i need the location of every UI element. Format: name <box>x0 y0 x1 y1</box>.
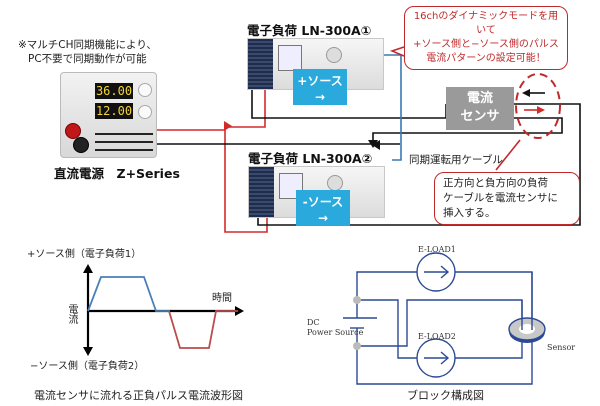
callout-line3: 電流パターンの設定可能！ <box>426 53 546 64</box>
y-axis-arrow-down-icon <box>83 347 93 356</box>
positive-pulse <box>87 276 170 312</box>
voltage-display: 36.00 <box>95 83 133 99</box>
negative-pulse <box>168 310 238 349</box>
waveform-label-minus: −ソース側（電子負荷2） <box>30 361 145 372</box>
psu-label: 直流電源 Z+Series <box>54 166 180 181</box>
negative-terminal <box>73 137 89 153</box>
load1-screen <box>278 45 302 71</box>
callout2-line2: ケーブルを電流センサに <box>443 192 558 204</box>
sensor-label-line2: センサ <box>460 109 500 124</box>
highlight-ellipse <box>515 73 561 139</box>
sync-note-line1: ※マルチCH同期機能により、 <box>18 39 157 51</box>
load1-knob[interactable] <box>326 47 342 63</box>
callout-line2: +ソース側と−ソース側のパルス <box>413 39 559 50</box>
load2-source-badge: -ソース → <box>296 190 350 226</box>
dc-power-supply: 36.00 12.00 <box>60 72 157 158</box>
wire-bottom <box>356 338 533 385</box>
dc-source-label-2: Power Source <box>307 328 364 337</box>
terminal-minus <box>353 342 361 350</box>
load2-title: 電子負荷 LN-300A② <box>248 151 373 166</box>
sensor-insert-callout: 正方向と負方向の負荷 ケーブルを電流センサに 挿入する。 <box>434 172 580 225</box>
waveform-y-label: 電流 <box>66 304 77 324</box>
load1-title: 電子負荷 LN-300A① <box>247 23 372 38</box>
sensor-label: Sensor <box>547 343 576 352</box>
waveform-x-label: 時間 <box>212 293 232 304</box>
current-sensor: 電流 センサ <box>446 87 514 130</box>
current-knob[interactable] <box>138 105 152 119</box>
terminal-plus <box>353 296 361 304</box>
wire-plus-to-eload2 <box>357 299 417 359</box>
dynamic-mode-callout: 16chのダイナミックモードを用いて +ソース側と−ソース側のパルス 電流パター… <box>404 6 568 70</box>
eload2-label: E-LOAD2 <box>418 332 456 341</box>
red-arrowhead <box>224 121 232 131</box>
callout2-line1: 正方向と負方向の負荷 <box>443 177 548 189</box>
load2-badge-label: -ソース <box>302 195 344 209</box>
sync-note: ※マルチCH同期機能により、 PC不要で同期動作が可能 <box>18 38 157 66</box>
black-cable-sensor-in <box>372 117 563 145</box>
sensor-hole <box>519 324 535 334</box>
positive-terminal <box>65 123 81 139</box>
black-arrowhead-load2 <box>368 140 378 148</box>
sensor-arrow-left-icon <box>522 89 530 97</box>
callout-line1: 16chのダイナミックモードを用いて <box>413 11 559 36</box>
waveform-label-plus: +ソース側（電子負荷1） <box>27 249 142 260</box>
arrow-right-icon: → <box>317 211 329 225</box>
eload1-label: E-LOAD1 <box>418 245 456 254</box>
arrow-right-icon: → <box>314 90 326 104</box>
load1-badge-label: +ソース <box>297 74 343 88</box>
sync-cable <box>383 54 402 161</box>
load1-vent <box>248 39 273 89</box>
x-axis-arrow-icon <box>235 306 244 316</box>
block-caption: ブロック構成図 <box>407 389 484 402</box>
wire-top <box>356 271 417 300</box>
callout2-line3: 挿入する。 <box>443 207 496 219</box>
y-axis-arrow-up-icon <box>83 264 93 273</box>
sensor-label-line1: 電流 <box>466 91 493 106</box>
black-arrowhead-load2b <box>372 140 380 150</box>
red-cable-load1 <box>225 86 266 128</box>
load2-vent <box>249 167 274 217</box>
red-cable-psu-to-load1 <box>80 129 268 233</box>
sync-note-line2: PC不要で同期動作が可能 <box>28 53 147 65</box>
dc-source-label-1: DC <box>307 318 320 327</box>
sensor-arrow-right-icon <box>537 106 545 114</box>
load1-source-badge: +ソース → <box>293 69 347 105</box>
waveform-caption: 電流センサに流れる正負パルス電流波形図 <box>34 389 243 402</box>
sync-cable-label: 同期運転用ケーブル <box>409 154 503 166</box>
voltage-knob[interactable] <box>138 83 152 97</box>
current-display: 12.00 <box>95 103 133 119</box>
